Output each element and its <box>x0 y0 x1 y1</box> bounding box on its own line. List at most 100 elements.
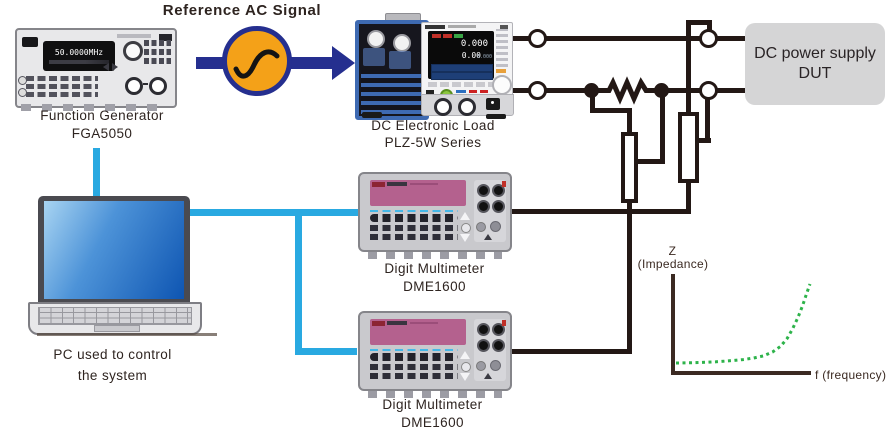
warning-triangle-icon <box>484 234 492 240</box>
display-menu-bar <box>431 72 493 80</box>
heatsink-slats <box>361 70 423 114</box>
dmm-terminal-panel <box>474 319 506 381</box>
power-button-icon <box>476 361 486 371</box>
wire-probe1-top-leg <box>627 110 632 134</box>
button-row <box>370 353 458 361</box>
pc-label-line2: the system <box>77 368 148 383</box>
junction-dot <box>584 83 599 98</box>
keypad-row <box>144 58 171 64</box>
enter-button-icon <box>461 223 471 233</box>
fg-frequency-readout: 50.0000MHz <box>54 48 104 57</box>
status-indicator <box>432 34 441 38</box>
rotary-knob-icon <box>492 75 512 95</box>
keypad-row <box>144 49 171 55</box>
load-voltage-readout: 0.00 <box>461 51 481 60</box>
shunt-resistor-icon <box>604 76 651 105</box>
input-terminal-icon <box>492 323 505 336</box>
laptop-screen-frame <box>38 196 190 303</box>
load-label-line2: PLZ-5W Series <box>384 135 482 150</box>
up-button-icon <box>460 351 470 359</box>
input-terminal-icon <box>477 323 490 336</box>
dmm1-label-line2: DME1600 <box>403 279 466 294</box>
chart-y-label-line2: (Impedance) <box>637 257 709 271</box>
bnc-dash <box>143 83 148 85</box>
junction-dot <box>654 83 669 98</box>
device-feet <box>21 104 167 111</box>
input-terminal-icon <box>477 184 490 197</box>
reference-ac-signal-label: Reference AC Signal <box>162 2 322 19</box>
maker-badge <box>159 34 172 41</box>
fg-keypad <box>144 40 171 67</box>
wire-sense-left-leg <box>686 20 691 114</box>
fg-display-status-bar <box>49 60 109 64</box>
control-line-fg-to-pc <box>93 148 100 198</box>
dut-box: DC power supply DUT <box>745 23 885 105</box>
device-feet <box>368 391 502 398</box>
load-knob-icon <box>367 30 385 48</box>
wire-probe1-right-link <box>636 159 665 164</box>
button-row <box>370 373 458 379</box>
cursor-arrow-buttons <box>103 63 118 71</box>
wire-dmm2 <box>508 349 632 354</box>
sine-wave-icon <box>233 49 280 79</box>
load-knob-icon <box>393 34 411 52</box>
device-feet <box>368 252 502 259</box>
wire-sense-top <box>686 20 712 25</box>
up-button-icon <box>460 212 470 220</box>
brand-logo <box>372 321 385 326</box>
button-row <box>370 214 458 222</box>
dmm2-device <box>358 311 512 398</box>
wire-shunt-right-down <box>660 90 665 164</box>
status-indicator <box>443 34 452 38</box>
dmm1-device <box>358 172 512 259</box>
keypad-row <box>144 40 171 46</box>
brand-logo <box>425 25 445 29</box>
pc-label-line1: PC used to control <box>53 347 172 362</box>
terminal-icon <box>528 29 547 48</box>
warning-mark <box>502 320 506 326</box>
wire-load-plus-to-dut <box>508 36 745 41</box>
usb-port-icon <box>426 90 434 97</box>
load-window <box>389 51 411 69</box>
arrow-left-icon <box>103 63 109 71</box>
laptop-shadow <box>37 333 217 336</box>
wire-probe2-to-dmm1 <box>686 181 691 214</box>
round-button-icon <box>18 88 27 97</box>
dmm-display-panel <box>370 180 466 206</box>
load-heatsink <box>355 20 429 120</box>
dut-label-line1: DC power supply <box>754 45 876 62</box>
model-text-strip <box>117 34 151 38</box>
control-line-pc-to-dmm1 <box>186 209 358 216</box>
warning-mark <box>502 181 506 187</box>
device-foot <box>486 114 506 119</box>
function-generator-label-line2: FGA5050 <box>71 126 133 141</box>
model-text-strip <box>448 25 476 28</box>
power-switch-icon <box>486 98 500 110</box>
wire-terminal-to-probe2 <box>705 89 710 143</box>
sense-probe-shunt <box>621 132 638 203</box>
dmm-terminal-panel <box>474 180 506 242</box>
down-button-icon <box>460 373 470 381</box>
sense-probe-dut <box>678 112 699 183</box>
load-window <box>363 48 385 66</box>
brand-logo <box>22 37 38 47</box>
wire-shunt-left-down <box>590 90 595 112</box>
arrow-right-icon <box>112 63 118 71</box>
key-legend-row <box>370 210 458 212</box>
impedance-curve <box>675 283 812 365</box>
dut-label-line2: DUT <box>798 65 832 82</box>
load-display: 0.000 0.00 0.000 <box>428 31 494 80</box>
terminal-icon <box>699 81 718 100</box>
function-generator-label-line1: Function Generator <box>40 108 164 123</box>
button-row <box>26 92 98 97</box>
subtitle-strip <box>410 322 438 324</box>
laptop-screen <box>44 201 184 299</box>
load-setpoint-readout: 0.000 <box>476 54 492 60</box>
dmm2-label-line2: DME1600 <box>401 415 464 430</box>
wire-load-minus-left <box>508 88 606 93</box>
button-row <box>370 225 458 231</box>
function-generator-device: 50.0000MHz <box>15 28 177 111</box>
wire-shunt-left-link <box>590 108 632 113</box>
laptop-keyboard <box>38 307 192 325</box>
